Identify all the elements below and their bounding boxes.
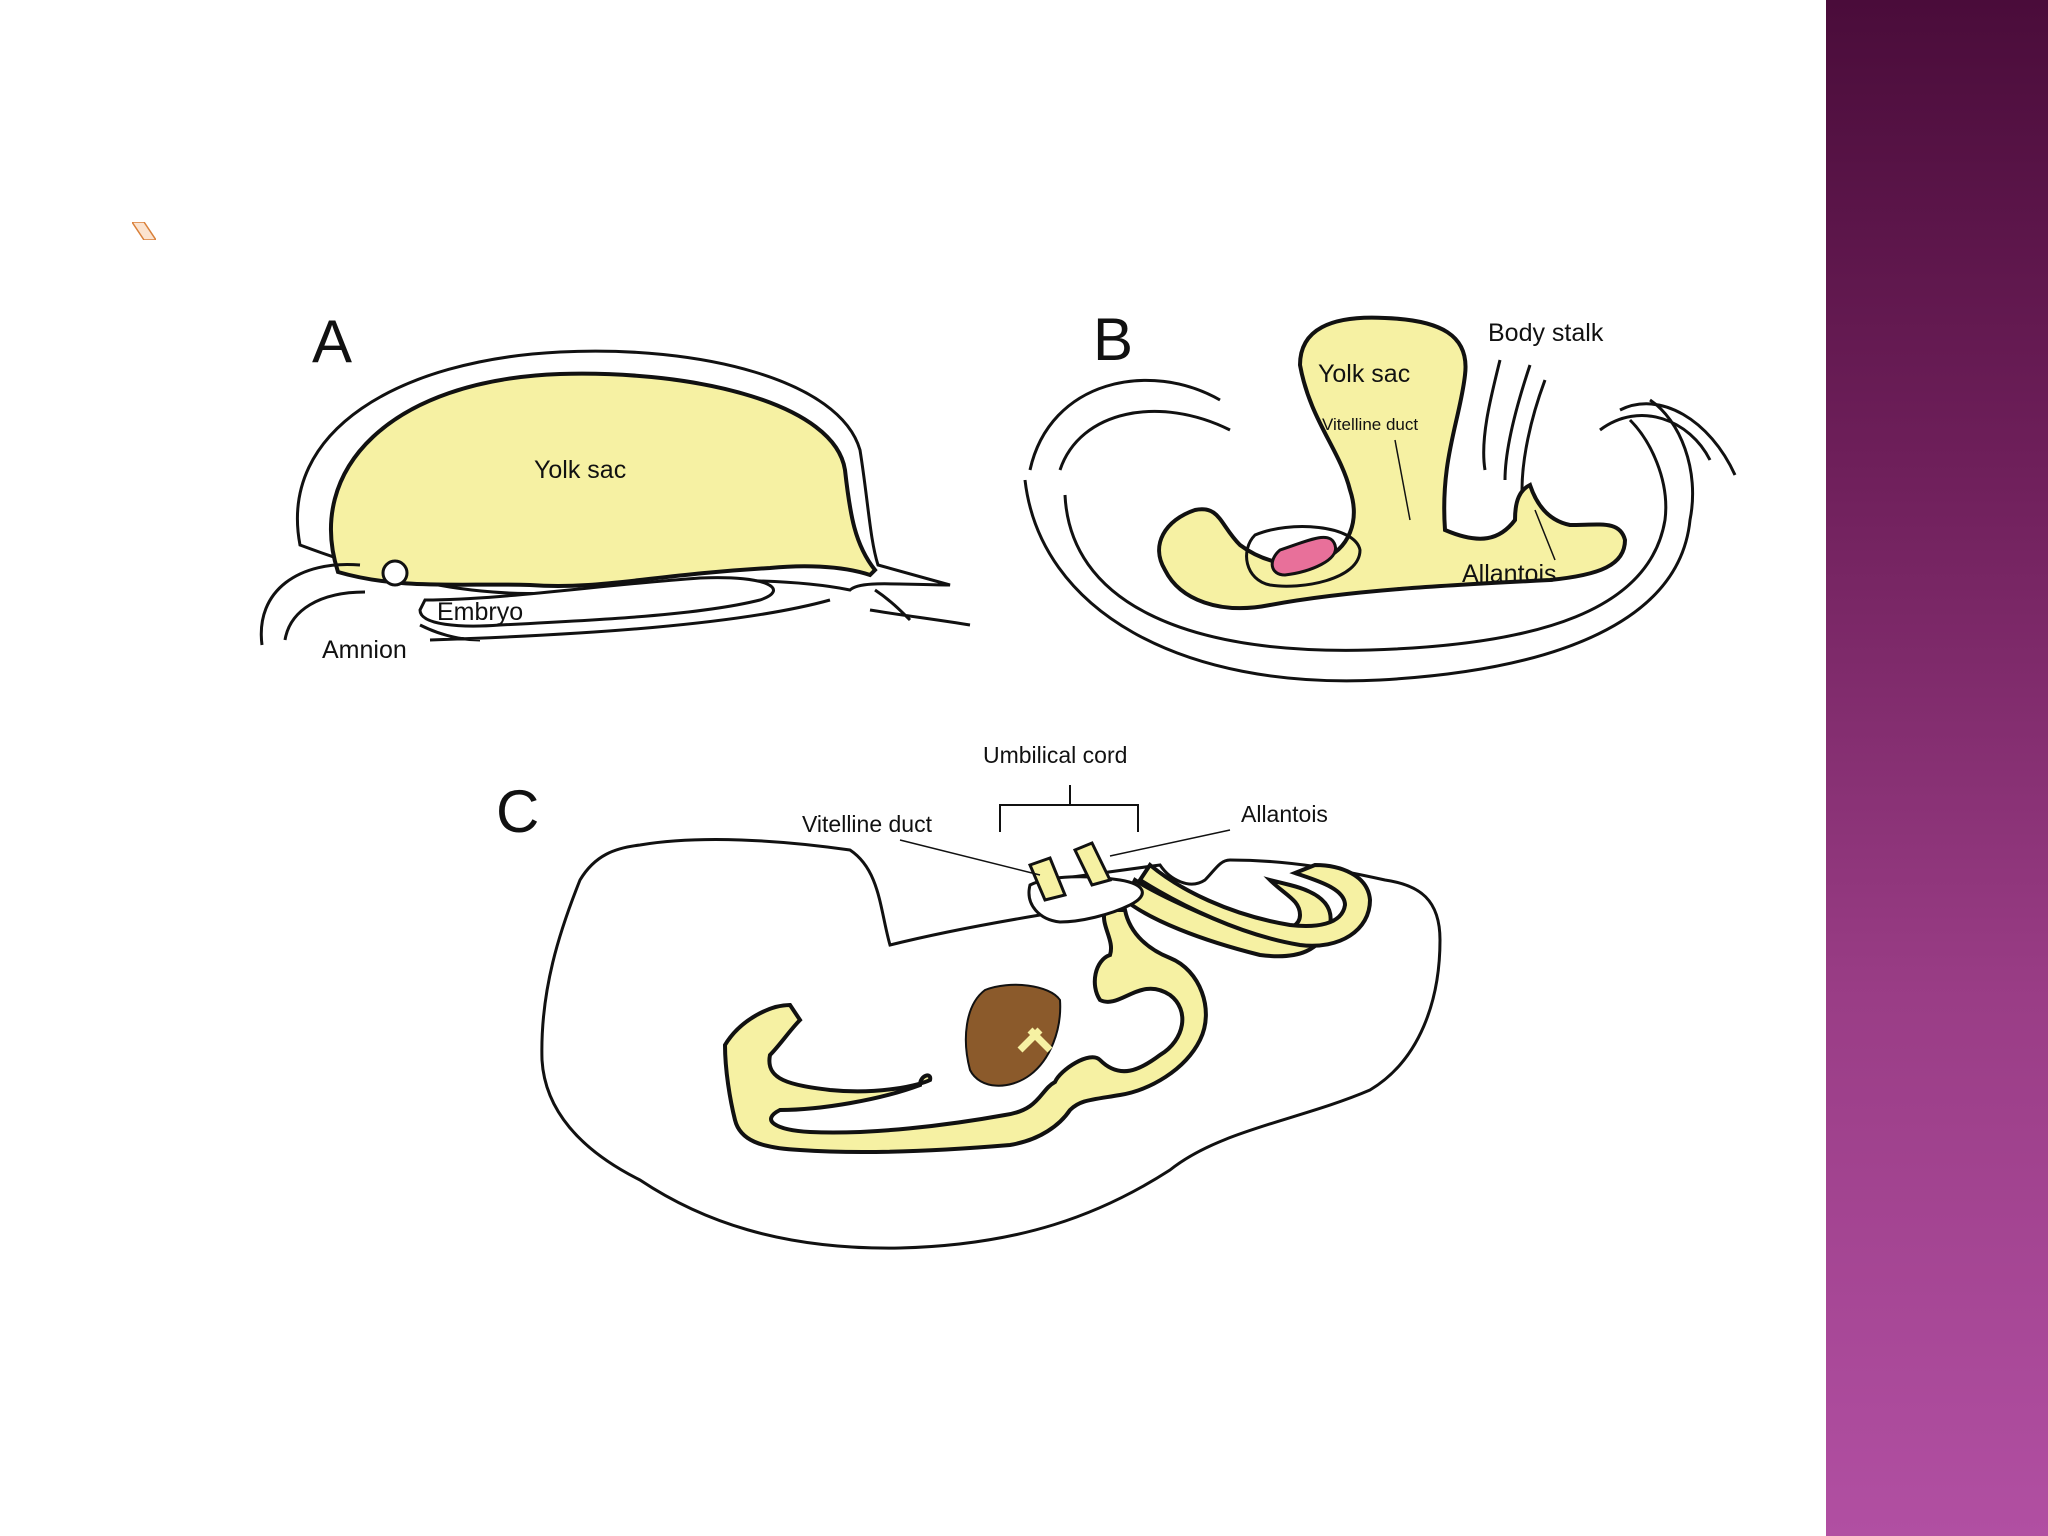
panel-b-vitelline-duct-label: Vitelline duct: [1322, 415, 1418, 434]
panel-b-letter: B: [1093, 306, 1133, 373]
embryo-diagram: A Yolk sac Embryo Amnion B Yolk sac Body…: [259, 306, 1737, 1250]
bullet-icon: [132, 222, 156, 240]
panel-b-vitelline-leader: [1394, 439, 1411, 521]
panel-b-heart: [1270, 535, 1337, 577]
panel-c-allantois-leader: [1109, 829, 1231, 857]
panel-c-umbilical-cord-label: Umbilical cord: [983, 742, 1127, 768]
panel-c-liver-duct: [1017, 1027, 1053, 1053]
panel-b: B Yolk sac Body stalk Vitelline duct All…: [1023, 306, 1737, 683]
panel-c-vitelline-duct-label: Vitelline duct: [802, 811, 933, 837]
panel-b-middle-layer: [1058, 409, 1668, 652]
panel-b-body-stalk-label: Body stalk: [1488, 319, 1604, 347]
slide-canvas: [0, 0, 1826, 1536]
panel-c-vitelline-leader: [899, 839, 1041, 876]
panel-c: C Umbilical cord Vitelline duct Allantoi…: [496, 742, 1442, 1250]
panel-c-letter: C: [496, 778, 539, 845]
panel-b-heart-cavity: [1245, 525, 1362, 588]
panel-c-cord-vitelline-channel: [1027, 856, 1068, 902]
panel-a-yolk-sac-label: Yolk sac: [534, 456, 626, 484]
panel-c-liver: [964, 983, 1062, 1087]
panel-a-small-vesicle: [381, 559, 409, 587]
panel-c-allantois-label: Allantois: [1241, 801, 1328, 827]
panel-c-gut: [722, 908, 1208, 1155]
panel-a-embryo-label: Embryo: [437, 598, 523, 626]
panel-a-amnion: [259, 562, 971, 646]
panel-b-allantois-leader: [1534, 509, 1556, 561]
panel-a-yolk-sac: [328, 371, 878, 588]
panel-a-amnion-label: Amnion: [322, 636, 407, 664]
panel-a: A Yolk sac Embryo Amnion: [259, 308, 971, 664]
decorative-side-band: [1826, 0, 2048, 1536]
panel-b-outer-layer: [1023, 379, 1695, 683]
panel-c-cord-allantois-channel: [1072, 841, 1113, 887]
panel-c-cord-bracket: [999, 785, 1139, 832]
panel-a-letter: A: [312, 308, 352, 375]
panel-b-allantois-label: Allantois: [1462, 560, 1557, 588]
panel-b-yolk-sac-label: Yolk sac: [1318, 360, 1410, 388]
panel-c-body-outline: [540, 838, 1442, 1250]
panel-b-body-stalk-curves: [1482, 359, 1737, 491]
panel-a-embryo: [418, 576, 775, 628]
panel-c-allantois-outer-loop: [1137, 862, 1373, 948]
